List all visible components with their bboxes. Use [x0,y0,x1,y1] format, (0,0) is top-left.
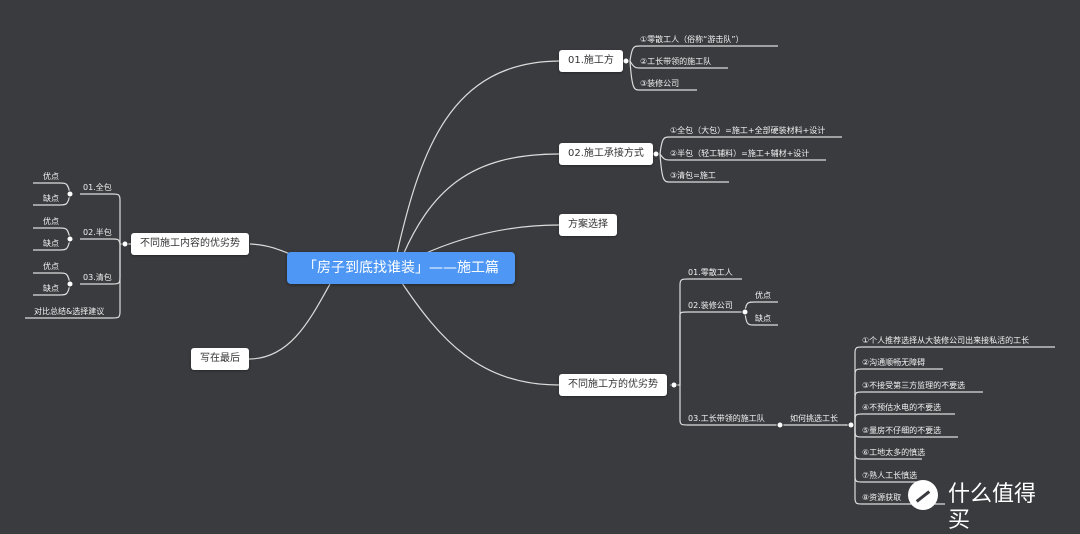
foreman-tip-5[interactable]: ⑤量房不仔细的不要选 [862,426,942,435]
left-group-collapse-toggle-3[interactable] [66,280,74,288]
topic-plan-selection[interactable]: 方案选择 [559,214,617,236]
labor-cons[interactable]: 缺点 [43,284,59,293]
connector-cm-2 [659,153,826,161]
full-cons[interactable]: 缺点 [43,194,59,203]
pick-collapse-toggle[interactable] [847,421,855,429]
connector-cc-summary [25,244,121,319]
topic-content-compare[interactable]: 不同施工内容的优劣势 [131,233,249,255]
party-compare-company[interactable]: 02.装修公司 [688,301,733,310]
watermark-text: 什么值得买 [948,482,1037,533]
half-pros[interactable]: 优点 [43,217,59,226]
smzdm-logo-icon [908,480,938,510]
connector-cm-3 [659,153,729,183]
topic-construction-party[interactable]: 01.施工方 [559,50,623,72]
company-cons[interactable]: 缺点 [755,314,771,323]
content-full[interactable]: 01.全包 [83,183,112,192]
full-pros[interactable]: 优点 [43,172,59,181]
construction-party-item-2[interactable]: ②工长带领的施工队 [640,57,712,66]
connector-cm-1 [659,136,842,155]
connector-root-to-party-compare [399,279,560,386]
connector-root-to-construction-party [394,60,560,263]
labor-pros[interactable]: 优点 [43,262,59,271]
contract-method-item-1[interactable]: ①全包（大包）=施工+全部硬装材料+设计 [670,126,826,135]
connector-tip-3 [854,391,983,425]
topic-contract-method[interactable]: 02.施工承接方式 [559,143,653,165]
construction-party-item-1[interactable]: ①零散工人（俗称“游击队”） [640,35,744,44]
content-compare-collapse-toggle[interactable] [121,240,129,248]
left-group-collapse-toggle-2[interactable] [66,235,74,243]
connector-tip-8 [854,425,945,505]
party-compare-foreman[interactable]: 03.工长带领的施工队 [688,414,765,423]
connector-tip-2 [854,368,943,425]
foreman-tip-2[interactable]: ②沟通顺畅无障碍 [862,358,926,367]
half-cons[interactable]: 缺点 [43,239,59,248]
foreman-tip-4[interactable]: ④不预估水电的不要选 [862,403,942,412]
root-topic[interactable]: 「房子到底找谁装」——施工篇 [287,252,515,284]
topic-party-compare[interactable]: 不同施工方的优劣势 [559,374,667,396]
left-group-collapse-toggle-1[interactable] [66,190,74,198]
party-compare-collapse-toggle[interactable] [670,381,678,389]
connector-pc-foreman [679,385,780,426]
connector-pc-workers [679,278,742,385]
connector-cc-half [80,238,121,245]
contract-method-item-3[interactable]: ③清包=施工 [670,171,716,180]
contract-method-item-2[interactable]: ②半包（轻工辅料）=施工+辅材+设计 [670,149,810,158]
foreman-tip-7[interactable]: ⑦熟人工长慎选 [862,471,918,480]
foreman-tip-6[interactable]: ⑥工地太多的慎选 [862,448,926,457]
content-summary[interactable]: 对比总结&选择建议 [34,307,105,316]
content-half[interactable]: 02.半包 [83,228,112,237]
connector-company-cons [744,311,778,326]
contract-method-collapse-toggle[interactable] [652,150,660,158]
company-pros[interactable]: 优点 [755,291,771,300]
foreman-tip-3[interactable]: ③不接受第三方监理的不要选 [862,381,966,390]
party-compare-workers[interactable]: 01.零散工人 [688,268,733,277]
connector-cp-1 [629,45,778,62]
content-labor[interactable]: 03.清包 [83,273,112,282]
connector-pc-company [679,311,739,385]
pick-foreman[interactable]: 如何挑选工长 [790,414,838,423]
connector-cp-2 [629,60,728,69]
foreman-collapse-toggle[interactable] [776,421,784,429]
topic-closing[interactable]: 写在最后 [191,348,249,370]
connector-tip-1 [854,346,1055,425]
construction-party-item-3[interactable]: ③装修公司 [640,79,680,88]
connector-tip-4 [854,413,955,425]
connector-cc-full [80,193,121,244]
connector-root-to-contract-method [399,153,560,263]
watermark: 什么值得买 [908,478,1048,533]
connector-root-to-closing [248,283,331,360]
connector-company-pros [744,301,778,313]
company-collapse-toggle[interactable] [741,308,749,316]
foreman-tip-8[interactable]: ⑧资源获取 [862,493,902,502]
foreman-tip-1[interactable]: ①个人推荐选择从大装修公司出来接私活的工长 [862,336,1030,345]
construction-party-collapse-toggle[interactable] [622,57,630,65]
connector-cp-3 [629,60,697,91]
